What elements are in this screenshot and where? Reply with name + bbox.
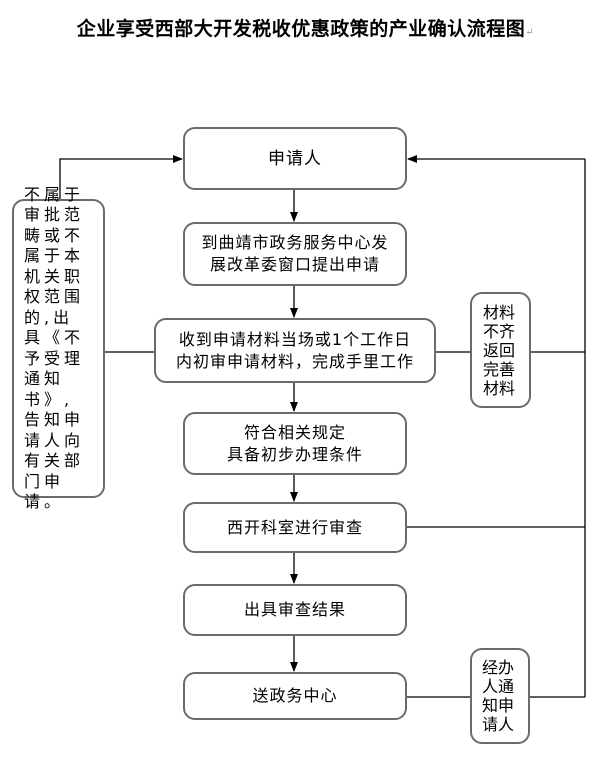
- node-incomplete-materials-label: 材料不齐返回完善材料: [483, 302, 516, 398]
- node-submit-application: 到曲靖市政务服务中心发 展改革委窗口提出申请: [183, 222, 407, 286]
- node-notify-applicant: 经办人通知申请人: [470, 648, 530, 744]
- node-review-label: 西开科室进行审查: [226, 517, 363, 537]
- diagram-title: 企业享受西部大开发税收优惠政策的产业确认流程图↵: [76, 18, 535, 40]
- arrow-reject-to-applicant: [59, 155, 183, 199]
- node-receive-materials-label: 收到申请材料当场或1个工作日 内初审申请材料，完成手里工作: [175, 329, 414, 371]
- node-result: 出具审查结果: [183, 584, 407, 636]
- node-applicant: 申请人: [183, 127, 407, 190]
- node-result-label: 出具审查结果: [243, 600, 346, 619]
- node-notify-applicant-label: 经办人通知申请人: [482, 658, 515, 734]
- node-applicant-label: 申请人: [268, 148, 322, 169]
- node-reject: 不属于审批范畴或不属于本机关职权范围的,出具《不予受理通知书》,告知申请人向有关…: [12, 185, 105, 511]
- node-receive-materials: 收到申请材料当场或1个工作日 内初审申请材料，完成手里工作: [154, 318, 436, 383]
- node-send-center-label: 送政务中心: [252, 686, 338, 705]
- node-qualify: 符合相关规定 具备初步办理条件: [183, 412, 407, 475]
- node-reject-label: 不属于审批范畴或不属于本机关职权范围的,出具《不予受理通知书》,告知申请人向有关…: [24, 184, 85, 512]
- paragraph-mark: ↵: [525, 27, 535, 38]
- node-send-center: 送政务中心: [183, 672, 407, 720]
- node-qualify-label: 符合相关规定 具备初步办理条件: [226, 422, 363, 464]
- node-submit-application-label: 到曲靖市政务服务中心发 展改革委窗口提出申请: [201, 233, 389, 274]
- node-incomplete-materials: 材料不齐返回完善材料: [470, 292, 531, 408]
- node-review: 西开科室进行审查: [183, 502, 407, 553]
